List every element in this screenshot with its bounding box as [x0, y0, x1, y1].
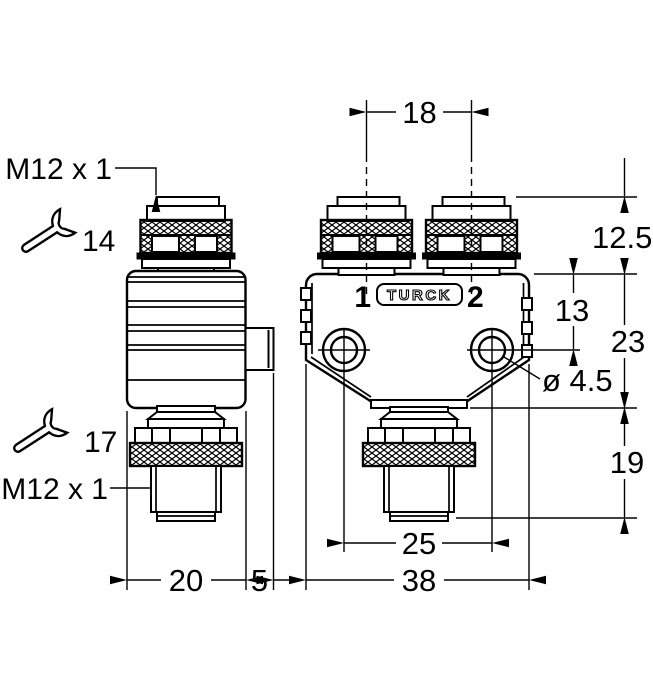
dim-connector-pitch: 18 — [402, 95, 436, 130]
wrench-bottom-size: 17 — [84, 426, 117, 459]
dim-hole-diameter: ø 4.5 — [542, 363, 613, 398]
thread-top-label: M12 x 1 — [5, 153, 112, 186]
dim-body-height: 23 — [611, 324, 645, 359]
front-view: 1 TURCK 2 — [300, 155, 533, 552]
wrench-icon — [13, 407, 70, 453]
dim-coupling-height: 12.5 — [592, 220, 652, 255]
front-view-female-coupling-2 — [422, 196, 521, 276]
brand-logo-box — [376, 283, 463, 306]
side-view-female-coupling — [136, 196, 236, 274]
dim-hole-offset: 13 — [555, 293, 589, 328]
callouts: M12 x 1 14 17 M12 x 1 — [1, 153, 161, 506]
thread-bottom-label: M12 x 1 — [1, 473, 108, 506]
front-view-male-connector — [361, 399, 477, 522]
edge-notch — [300, 309, 312, 323]
edge-notch — [300, 331, 312, 345]
port-1-label: 1 — [354, 281, 371, 314]
edge-notch — [521, 297, 533, 311]
edge-notch — [521, 321, 533, 335]
dim-male-height: 19 — [610, 445, 644, 480]
brand-logo: TURCK — [387, 287, 452, 304]
edge-notch — [521, 344, 533, 358]
wrench-icon — [21, 207, 78, 253]
dimensions: 18 12.5 13 23 ø 4.5 19 25 38 — [110, 95, 652, 598]
dim-hole-pitch: 25 — [402, 526, 436, 561]
centerlines — [318, 155, 493, 552]
edge-notch — [300, 287, 312, 301]
side-view-male-connector — [128, 405, 244, 522]
dim-tab-depth: 5 — [251, 563, 268, 598]
side-view-housing — [125, 269, 275, 410]
dim-body-width: 38 — [402, 563, 436, 598]
wrench-top-size: 14 — [82, 225, 115, 258]
side-view — [125, 196, 275, 522]
dim-side-depth: 20 — [169, 563, 203, 598]
port-2-label: 2 — [467, 281, 484, 314]
